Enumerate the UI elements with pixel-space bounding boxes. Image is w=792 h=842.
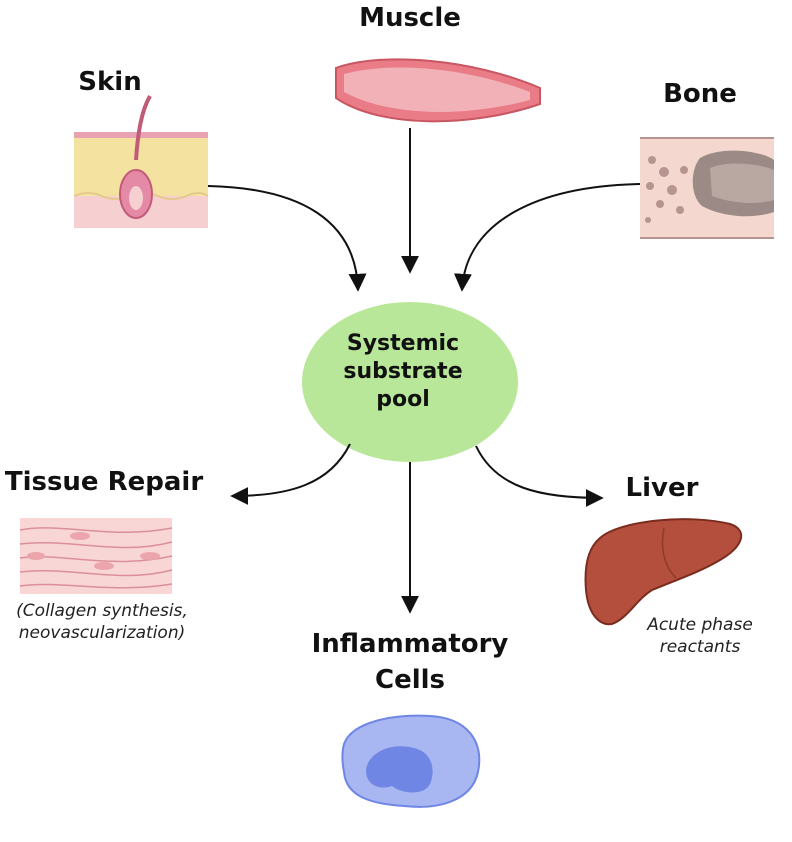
tissue-repair-illustration — [19, 518, 173, 594]
tissue-repair-note-line-2: neovascularization) — [18, 623, 186, 643]
muscle-label: Muscle — [359, 3, 461, 33]
liver-label: Liver — [625, 473, 699, 503]
substrate-pool-label: Systemic substrate pool — [343, 331, 463, 412]
bone-label: Bone — [663, 79, 737, 109]
liver-illustration — [584, 518, 743, 626]
muscle-illustration — [335, 58, 541, 123]
liver-note-line-2: reactants — [659, 637, 741, 657]
tissue-repair-note-line-1: (Collagen synthesis, — [16, 601, 188, 621]
tissue-repair-label: Tissue Repair — [4, 467, 204, 497]
bone-illustration — [640, 137, 774, 239]
arrow-pool-to-tissue-repair — [230, 443, 351, 505]
skin-illustration — [73, 95, 209, 228]
arrow-bone-to-pool — [453, 183, 641, 292]
arrow-skin-to-pool — [207, 185, 367, 292]
liver-note-line-1: Acute phase — [647, 615, 753, 635]
skin-label: Skin — [78, 67, 142, 97]
inflammatory-cells-label-line-2: Cells — [374, 665, 445, 695]
inflammatory-cell-illustration — [341, 714, 481, 808]
inflammatory-cells-label-line-1: Inflammatory — [311, 629, 509, 659]
substrate-pool-ellipse — [302, 302, 518, 462]
arrow-pool-to-liver — [475, 445, 604, 507]
